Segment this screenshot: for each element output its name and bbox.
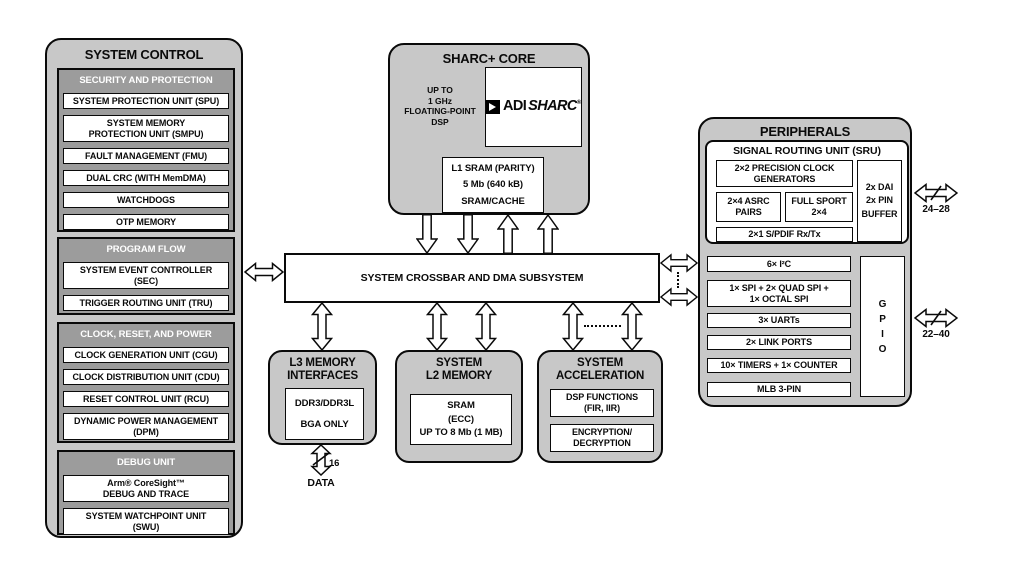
l1-sram-box: L1 SRAM (PARITY) 5 Mb (640 kB) SRAM/CACH… — [442, 157, 544, 213]
bidirectional-arrow-icon — [426, 302, 448, 351]
sru-box: SIGNAL ROUTING UNIT (SRU) 2×2 PRECISION … — [705, 140, 909, 244]
spdif-box: 2×1 S/PDIF Rx/Tx — [716, 227, 853, 242]
system-control-title: SYSTEM CONTROL — [84, 47, 204, 62]
mlb-box: MLB 3-PIN — [707, 382, 851, 397]
spi-box: 1× SPI + 2× QUAD SPI + 1× OCTAL SPI — [707, 280, 851, 307]
section-header: PROGRAM FLOW — [106, 243, 186, 255]
dai-pin-range-label: 24–28 — [922, 204, 950, 215]
down-arrow-icon — [457, 214, 479, 254]
acceleration-title: SYSTEM ACCELERATION — [555, 357, 645, 382]
sru-header: SIGNAL ROUTING UNIT (SRU) — [733, 145, 881, 157]
bidirectional-arrow-icon — [621, 302, 643, 351]
data-bus-label: DATA — [307, 477, 335, 489]
gpio-box: G P I O — [860, 256, 905, 397]
bus-slash-icon — [930, 310, 942, 326]
adi-logo-text: ADI — [502, 98, 527, 115]
i2c-box: 6× I²C — [707, 256, 851, 272]
section-debug-unit: DEBUG UNIT Arm® CoreSight™ DEBUG AND TRA… — [57, 450, 235, 535]
dsp-functions-box: DSP FUNCTIONS (FIR, IIR) — [550, 389, 654, 417]
box-coresight: Arm® CoreSight™ DEBUG AND TRACE — [63, 475, 229, 502]
adi-sharc-logo: ADI SHARC ® — [485, 98, 582, 115]
box-tru: TRIGGER ROUTING UNIT (TRU) — [63, 295, 229, 311]
box-cgu: CLOCK GENERATION UNIT (CGU) — [63, 347, 229, 363]
box-smpu: SYSTEM MEMORY PROTECTION UNIT (SMPU) — [63, 115, 229, 142]
section-header: SECURITY AND PROTECTION — [79, 74, 213, 86]
sharc-logo-text: SHARC — [528, 98, 577, 115]
dsp-note: UP TO 1 GHz FLOATING-POINT DSP — [404, 85, 476, 127]
bidirectional-arrow-icon — [660, 253, 698, 273]
dai-pin-buffer-box: 2x DAI 2x PIN BUFFER — [857, 160, 902, 242]
adi-sharc-logo-box: ADI SHARC ® — [485, 67, 582, 147]
box-spu: SYSTEM PROTECTION UNIT (SPU) — [63, 93, 229, 109]
adi-logo-icon — [485, 99, 500, 114]
bga-line: BGA ONLY — [300, 418, 349, 430]
l2-memory-title: SYSTEM L2 MEMORY — [425, 357, 493, 382]
bidirectional-arrow-icon — [475, 302, 497, 351]
acceleration-panel: SYSTEM ACCELERATION DSP FUNCTIONS (FIR, … — [537, 350, 663, 463]
sport-box: FULL SPORT 2×4 — [785, 192, 853, 222]
box-dual-crc: DUAL CRC (WITH MemDMA) — [63, 170, 229, 186]
peripherals-panel: PERIPHERALS SIGNAL ROUTING UNIT (SRU) 2×… — [698, 117, 912, 407]
box-rcu: RESET CONTROL UNIT (RCU) — [63, 391, 229, 407]
section-header: CLOCK, RESET, AND POWER — [80, 328, 212, 340]
gpio-pin-range-label: 22–40 — [922, 329, 950, 340]
dotted-link-icon — [584, 325, 621, 327]
ddr3-box: DDR3/DDR3L BGA ONLY — [285, 388, 364, 440]
bidirectional-arrow-icon — [562, 302, 584, 351]
l1-line: SRAM/CACHE — [461, 195, 525, 207]
ddr3-line: DDR3/DDR3L — [294, 398, 355, 410]
l1-line: 5 Mb (640 kB) — [463, 179, 523, 191]
timers-box: 10× TIMERS + 1× COUNTER — [707, 358, 851, 373]
section-header: DEBUG UNIT — [116, 456, 176, 468]
bus-width-label: 16 — [329, 458, 340, 469]
section-security-and-protection: SECURITY AND PROTECTION SYSTEM PROTECTIO… — [57, 68, 235, 232]
asrc-box: 2×4 ASRC PAIRS — [716, 192, 781, 222]
section-clock-reset-power: CLOCK, RESET, AND POWER CLOCK GENERATION… — [57, 322, 235, 443]
section-program-flow: PROGRAM FLOW SYSTEM EVENT CONTROLLER (SE… — [57, 237, 235, 315]
bus-arrow-icon — [914, 308, 958, 328]
play-triangle-icon — [489, 102, 497, 111]
up-arrow-icon — [537, 214, 559, 254]
sharc-core-panel: SHARC+ CORE UP TO 1 GHz FLOATING-POINT D… — [388, 43, 590, 215]
bus-slash-icon — [312, 452, 330, 466]
encryption-box: ENCRYPTION/ DECRYPTION — [550, 424, 654, 452]
crossbar-box: SYSTEM CROSSBAR AND DMA SUBSYSTEM — [284, 253, 660, 303]
sharc-core-title: SHARC+ CORE — [442, 51, 536, 66]
system-control-panel: SYSTEM CONTROL SECURITY AND PROTECTION S… — [45, 38, 243, 538]
clock-generators-box: 2×2 PRECISION CLOCK GENERATORS — [716, 160, 853, 187]
dotted-link-icon — [677, 272, 679, 288]
box-swu: SYSTEM WATCHPOINT UNIT (SWU) — [63, 508, 229, 535]
l1-line: L1 SRAM (PARITY) — [451, 163, 535, 175]
box-dpm: DYNAMIC POWER MANAGEMENT (DPM) — [63, 413, 229, 440]
l2-sram-box: SRAM (ECC) UP TO 8 Mb (1 MB) — [410, 394, 512, 445]
box-sec: SYSTEM EVENT CONTROLLER (SEC) — [63, 262, 229, 289]
box-watchdogs: WATCHDOGS — [63, 192, 229, 208]
bidirectional-arrow-icon — [244, 262, 284, 282]
bidirectional-arrow-icon — [660, 287, 698, 307]
box-fmu: FAULT MANAGEMENT (FMU) — [63, 148, 229, 164]
box-otp-memory: OTP MEMORY — [63, 214, 229, 230]
down-arrow-icon — [416, 214, 438, 254]
bus-arrow-icon — [914, 183, 958, 203]
link-ports-box: 2× LINK PORTS — [707, 335, 851, 350]
bidirectional-arrow-icon — [311, 302, 333, 351]
bus-arrow-icon — [310, 444, 332, 476]
uarts-box: 3× UARTs — [707, 313, 851, 328]
up-arrow-icon — [497, 214, 519, 254]
l3-memory-panel: L3 MEMORY INTERFACES DDR3/DDR3L BGA ONLY — [268, 350, 377, 445]
peripherals-title: PERIPHERALS — [759, 124, 851, 139]
l3-memory-title: L3 MEMORY INTERFACES — [287, 357, 358, 382]
registered-mark: ® — [576, 100, 582, 107]
box-cdu: CLOCK DISTRIBUTION UNIT (CDU) — [63, 369, 229, 385]
bus-slash-icon — [930, 185, 942, 201]
l2-memory-panel: SYSTEM L2 MEMORY SRAM (ECC) UP TO 8 Mb (… — [395, 350, 523, 463]
